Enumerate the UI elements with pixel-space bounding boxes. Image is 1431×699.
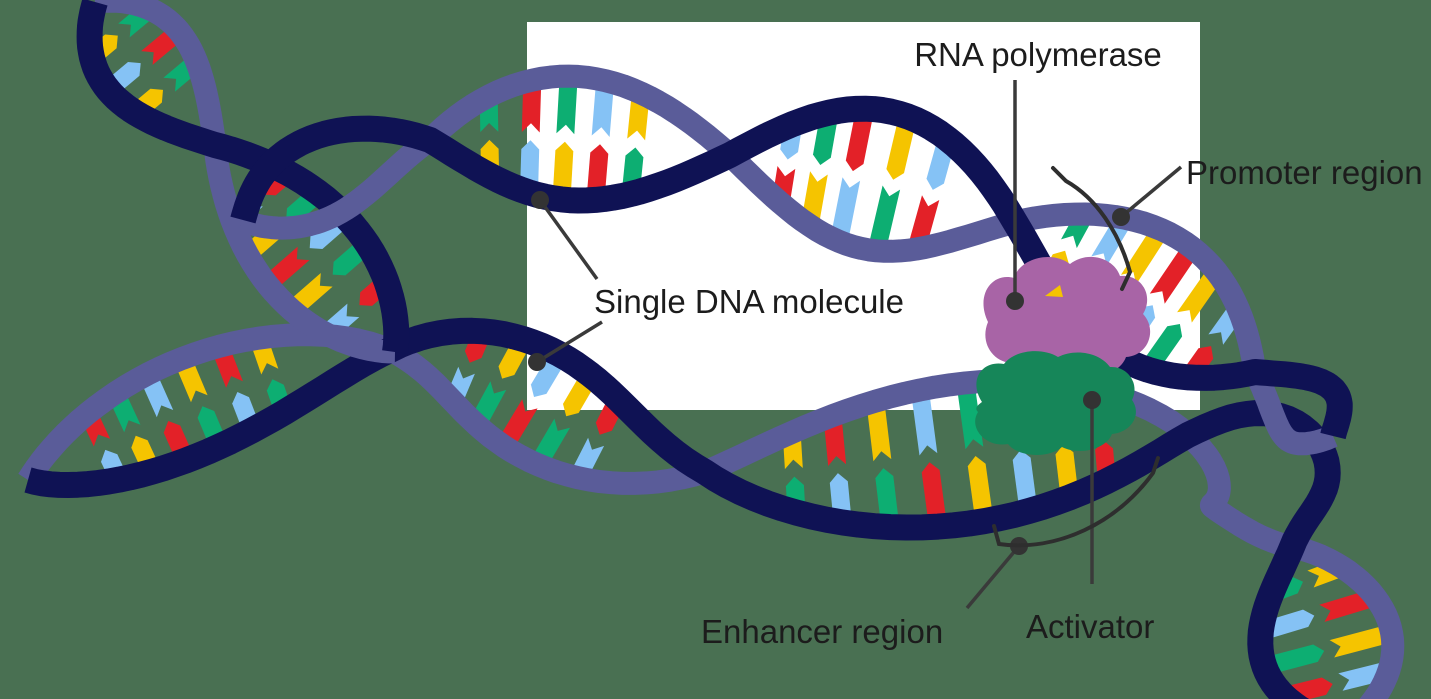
labels: RNA polymerase Promoter region Single DN… (594, 36, 1423, 650)
leader-dot (531, 191, 549, 209)
enhancer-region-bracket (992, 456, 1160, 548)
leader-dot (1112, 208, 1130, 226)
leader-line (536, 320, 603, 364)
leader-line (1119, 165, 1183, 219)
base-peek (1045, 285, 1063, 297)
rna-polymerase-blob (983, 256, 1151, 378)
annotations (528, 80, 1183, 610)
leader-dot (1006, 292, 1024, 310)
activator-blob (975, 351, 1136, 455)
enhancer-region-label: Enhancer region (701, 613, 943, 650)
activator-label: Activator (1026, 608, 1154, 645)
leader-line (965, 544, 1021, 610)
promoter-region-bracket (1051, 166, 1133, 291)
leader-dot (1083, 391, 1101, 409)
promoter-region-label: Promoter region (1186, 154, 1423, 191)
single-dna-molecule-label: Single DNA molecule (594, 283, 904, 320)
leader-line (538, 198, 599, 281)
rna-polymerase-label: RNA polymerase (914, 36, 1162, 73)
leader-dot (528, 353, 546, 371)
protein-blobs (975, 256, 1151, 455)
dna-strands (18, 0, 1405, 699)
